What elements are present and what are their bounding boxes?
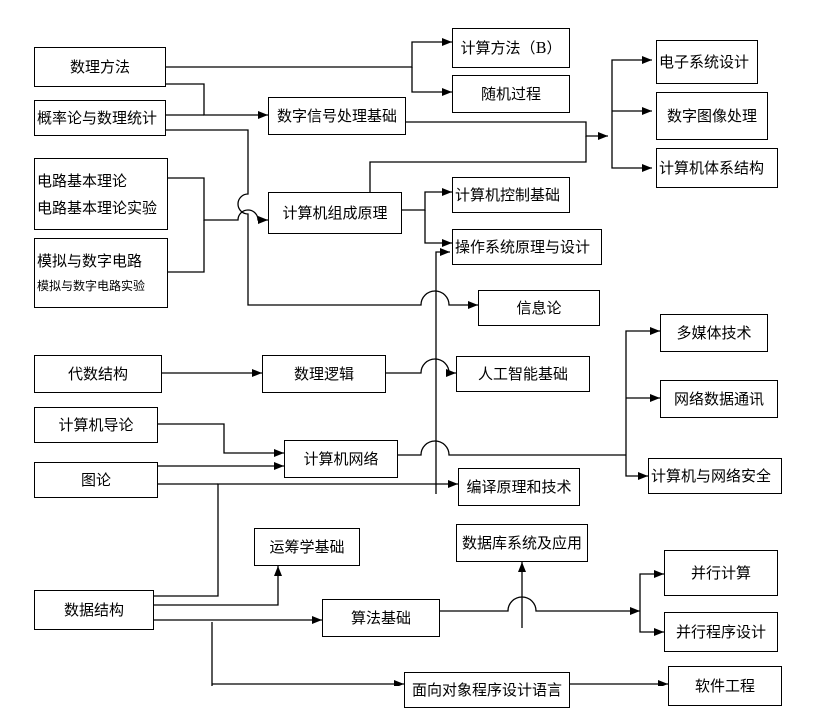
node-dianlu-line1: 电路基本理论 — [37, 171, 128, 190]
edge-gailv-xinxi — [166, 129, 478, 309]
edge-zucheng-caozuo — [424, 210, 452, 247]
node-shuju-jiegou: 数据结构 — [34, 590, 154, 630]
edge-moni-zucheng — [168, 220, 205, 273]
node-anquan: 计算机与网络安全 — [648, 458, 782, 494]
edge-bus-dianzi — [611, 56, 652, 136]
edge-bus-bingxing — [639, 570, 664, 611]
node-wangluo: 计算机网络 — [284, 440, 398, 478]
node-moni: 模拟与数字电路 模拟与数字电路实验 — [34, 238, 168, 308]
edge-suanfa-bus — [440, 596, 640, 615]
node-tulun: 图论 — [34, 462, 158, 498]
edge-shuli-suiji — [411, 67, 452, 96]
node-luoji: 数理逻辑 — [262, 355, 386, 393]
edge-zucheng-bus — [369, 136, 587, 192]
node-duomeiti: 多媒体技术 — [660, 314, 768, 352]
edge-dianlu-zucheng — [168, 177, 268, 224]
node-daishu: 代数结构 — [34, 355, 162, 393]
node-dianzi: 电子系统设计 — [656, 40, 758, 84]
node-ai: 人工智能基础 — [456, 356, 590, 392]
node-xinhao: 数字信号处理基础 — [268, 97, 406, 135]
node-bingxing-chengxu: 并行程序设计 — [664, 612, 778, 652]
node-ruanjian: 软件工程 — [668, 666, 782, 706]
edge-shuli-xinhao — [166, 83, 268, 119]
node-suanfa: 算法基础 — [322, 599, 440, 637]
node-bingxing: 并行计算 — [664, 550, 778, 596]
node-moni-line2: 模拟与数字电路实验 — [37, 279, 146, 294]
prerequisite-edges — [154, 38, 668, 686]
edge-bus-anquan — [625, 455, 648, 480]
node-caozuo: 操作系统原理与设计 — [452, 229, 602, 265]
node-shujuku: 数据库系统及应用 — [456, 524, 588, 562]
node-tuxiang: 数字图像处理 — [656, 92, 768, 140]
node-kongzhi: 计算机控制基础 — [452, 177, 570, 213]
node-gailvlun: 概率论与数理统计 — [34, 100, 166, 136]
edge-shuju-yunchou — [154, 566, 282, 606]
edge-shuju-bianyi — [154, 480, 458, 597]
edge-shuli-jisuanb — [166, 38, 452, 68]
node-xinxilun: 信息论 — [478, 290, 600, 326]
edge-luoji-ai — [386, 358, 456, 377]
node-bianyi: 编译原理和技术 — [458, 468, 580, 506]
edge-bus-duomeiti — [625, 327, 660, 455]
node-yunchou: 运筹学基础 — [254, 528, 360, 566]
node-dianlu-line2: 电路基本理论实验 — [37, 198, 158, 217]
edge-bus-bingxing2 — [639, 611, 664, 636]
node-tixi: 计算机体系结构 — [656, 148, 778, 188]
node-daolun: 计算机导论 — [34, 407, 158, 443]
edge-zucheng-kongzhi — [402, 188, 452, 211]
node-suiji: 随机过程 — [452, 75, 570, 113]
node-zucheng: 计算机组成原理 — [268, 192, 402, 234]
node-dianlu: 电路基本理论 电路基本理论实验 — [34, 158, 168, 230]
edge-daolun-wangluo — [158, 423, 284, 457]
node-tongxun: 网络数据通讯 — [660, 380, 778, 418]
edge-xinhao-bus — [406, 121, 608, 140]
node-oop: 面向对象程序设计语言 — [404, 672, 570, 708]
node-moni-line1: 模拟与数字电路 — [37, 252, 143, 271]
node-jisuan-fangfa-b: 计算方法（B） — [452, 28, 570, 68]
edge-bus-caozuo — [435, 248, 450, 494]
edge-wangluo-bus — [398, 440, 626, 456]
node-shuli-fangfa: 数理方法 — [34, 47, 166, 87]
edge-bus-tixi — [611, 136, 652, 172]
